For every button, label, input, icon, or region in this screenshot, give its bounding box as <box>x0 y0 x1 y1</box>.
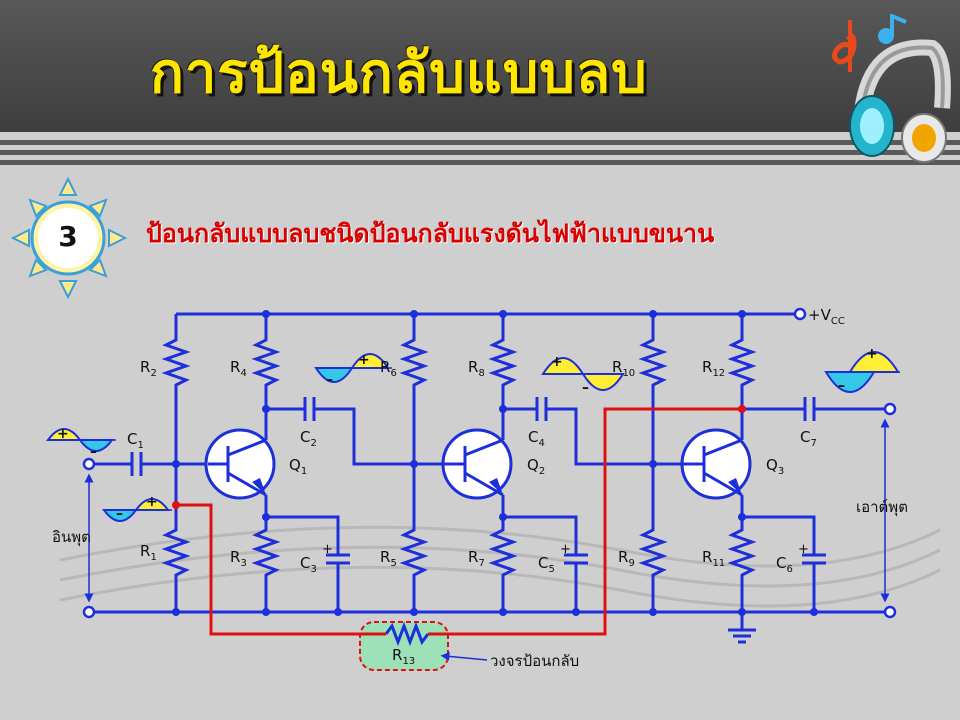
label-c2: C2 <box>300 428 317 449</box>
label-c5: C5 <box>538 554 555 575</box>
label-r6: R6 <box>380 358 397 379</box>
circuit-wires <box>94 312 885 647</box>
wave-plus: + <box>551 354 563 370</box>
label-r3: R3 <box>230 548 247 569</box>
cap-plus: + <box>560 542 571 557</box>
headphones-icon <box>832 14 951 163</box>
header-stripe <box>0 150 960 155</box>
section-number: 3 <box>58 220 78 253</box>
wave-minus: – <box>838 378 845 394</box>
label-q1: Q1 <box>289 456 307 477</box>
label-r5: R5 <box>380 548 397 569</box>
label-r12: R12 <box>702 358 725 379</box>
wave-minus: – <box>326 372 333 388</box>
label-vcc: +VCC <box>808 306 845 327</box>
signal-q1 <box>314 353 392 383</box>
wave-minus: – <box>90 444 97 460</box>
page-title: การป้อนกลับแบบลบ <box>150 41 648 106</box>
label-c1: C1 <box>127 430 144 451</box>
label-r11: R11 <box>702 548 725 569</box>
label-r2: R2 <box>140 358 157 379</box>
label-r10: R10 <box>612 358 635 379</box>
transistor-q2 <box>440 428 513 500</box>
sun-badge-icon <box>10 176 128 300</box>
label-c6: C6 <box>776 554 793 575</box>
label-r8: R8 <box>468 358 485 379</box>
header-stripe <box>0 160 960 165</box>
label-r4: R4 <box>230 358 247 379</box>
signal-q2 <box>541 357 625 391</box>
label-c3: C3 <box>300 554 317 575</box>
wave-minus: – <box>582 380 589 396</box>
feedback-path <box>176 407 742 636</box>
header-bar <box>0 0 960 132</box>
feedback-label: วงจรป้อนกลับ <box>490 652 579 670</box>
transistor-q3 <box>676 428 752 500</box>
cap-plus: + <box>322 542 333 557</box>
feedback-arrow <box>440 651 488 661</box>
section-subtitle: ป้อนกลับแบบลบชนิดป้อนกลับแรงดันไฟฟ้าแบบข… <box>146 219 715 248</box>
signal-input <box>46 428 116 452</box>
signal-base <box>102 498 172 522</box>
wave-plus: + <box>358 352 370 368</box>
signal-output <box>824 351 900 393</box>
terminals <box>82 307 897 619</box>
label-q2: Q2 <box>527 456 545 477</box>
wave-plus: + <box>866 346 878 362</box>
wave-plus: + <box>146 494 158 510</box>
label-c4: C4 <box>528 428 545 449</box>
wave-minus: – <box>116 506 123 522</box>
output-label: เอาต์พุต <box>856 498 908 517</box>
input-label: อินพุต <box>52 528 91 547</box>
wave-plus: + <box>57 426 69 442</box>
header-stripe <box>0 140 960 145</box>
label-q3: Q3 <box>766 456 784 477</box>
junction-dots <box>172 310 818 616</box>
transistor-q1 <box>204 428 276 500</box>
label-c7: C7 <box>800 428 817 449</box>
cap-plus: + <box>798 542 809 557</box>
